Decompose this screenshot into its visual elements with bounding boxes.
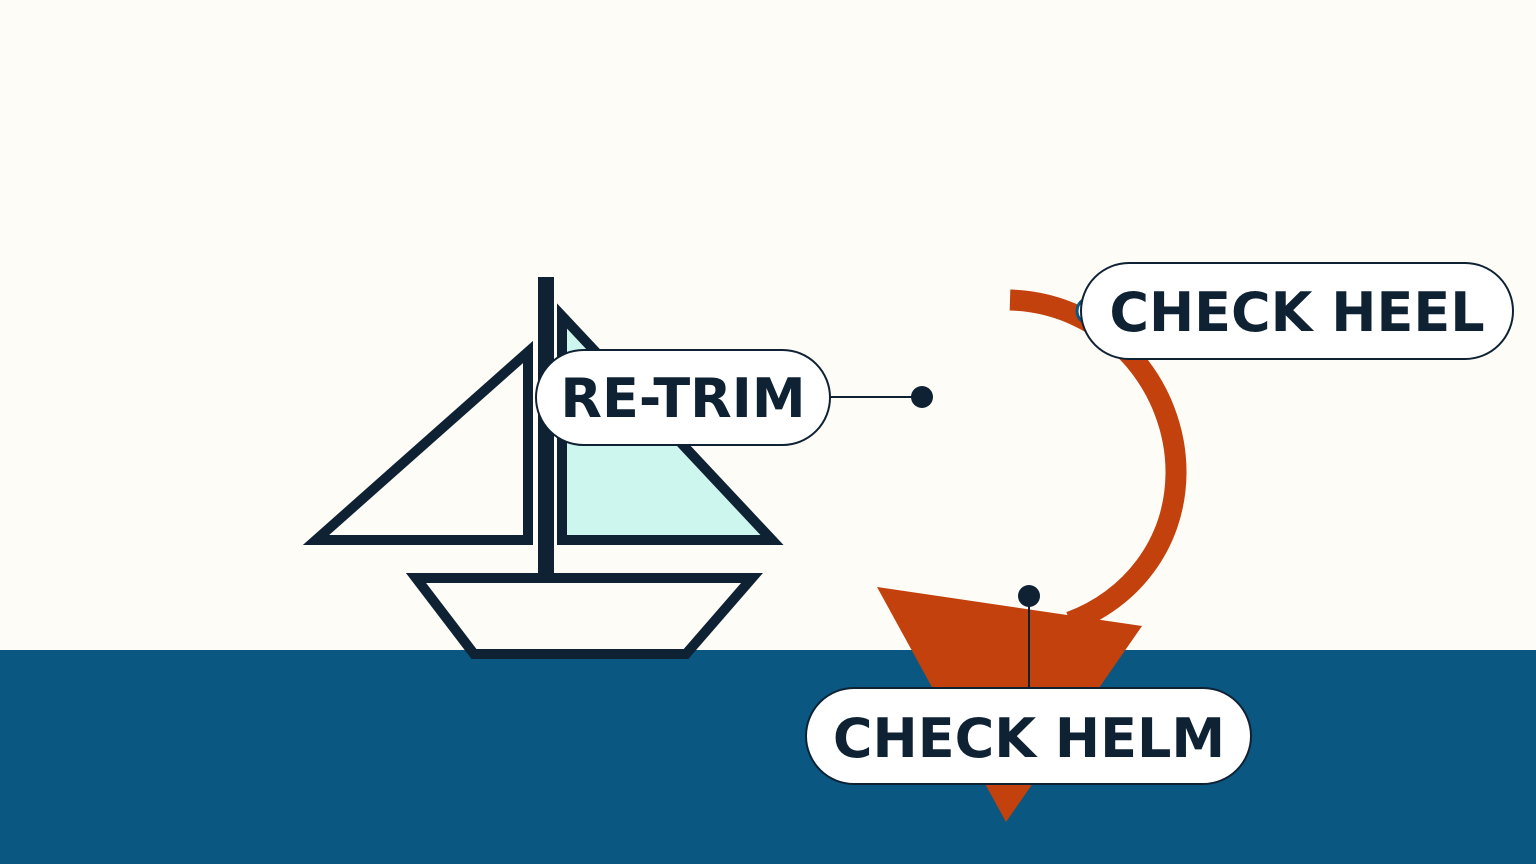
check-heel-pill [1080,262,1514,360]
retrim-pill [535,349,831,446]
water-band [0,650,1536,864]
retrim-label: RE-TRIM [535,349,831,446]
mainsail [302,340,533,545]
helm-leader-dot [1018,585,1040,607]
check-heel-text: CHECK HEEL [1109,281,1484,344]
retrim-text: RE-TRIM [560,367,805,430]
check-helm-pill [805,687,1252,785]
check-heel-label: CHECK HEEL [1080,262,1514,360]
retrim-leader-dot [911,386,933,408]
check-helm-text: CHECK HELM [833,707,1225,770]
hull [405,573,763,659]
check-helm-label: CHECK HELM [805,687,1252,785]
